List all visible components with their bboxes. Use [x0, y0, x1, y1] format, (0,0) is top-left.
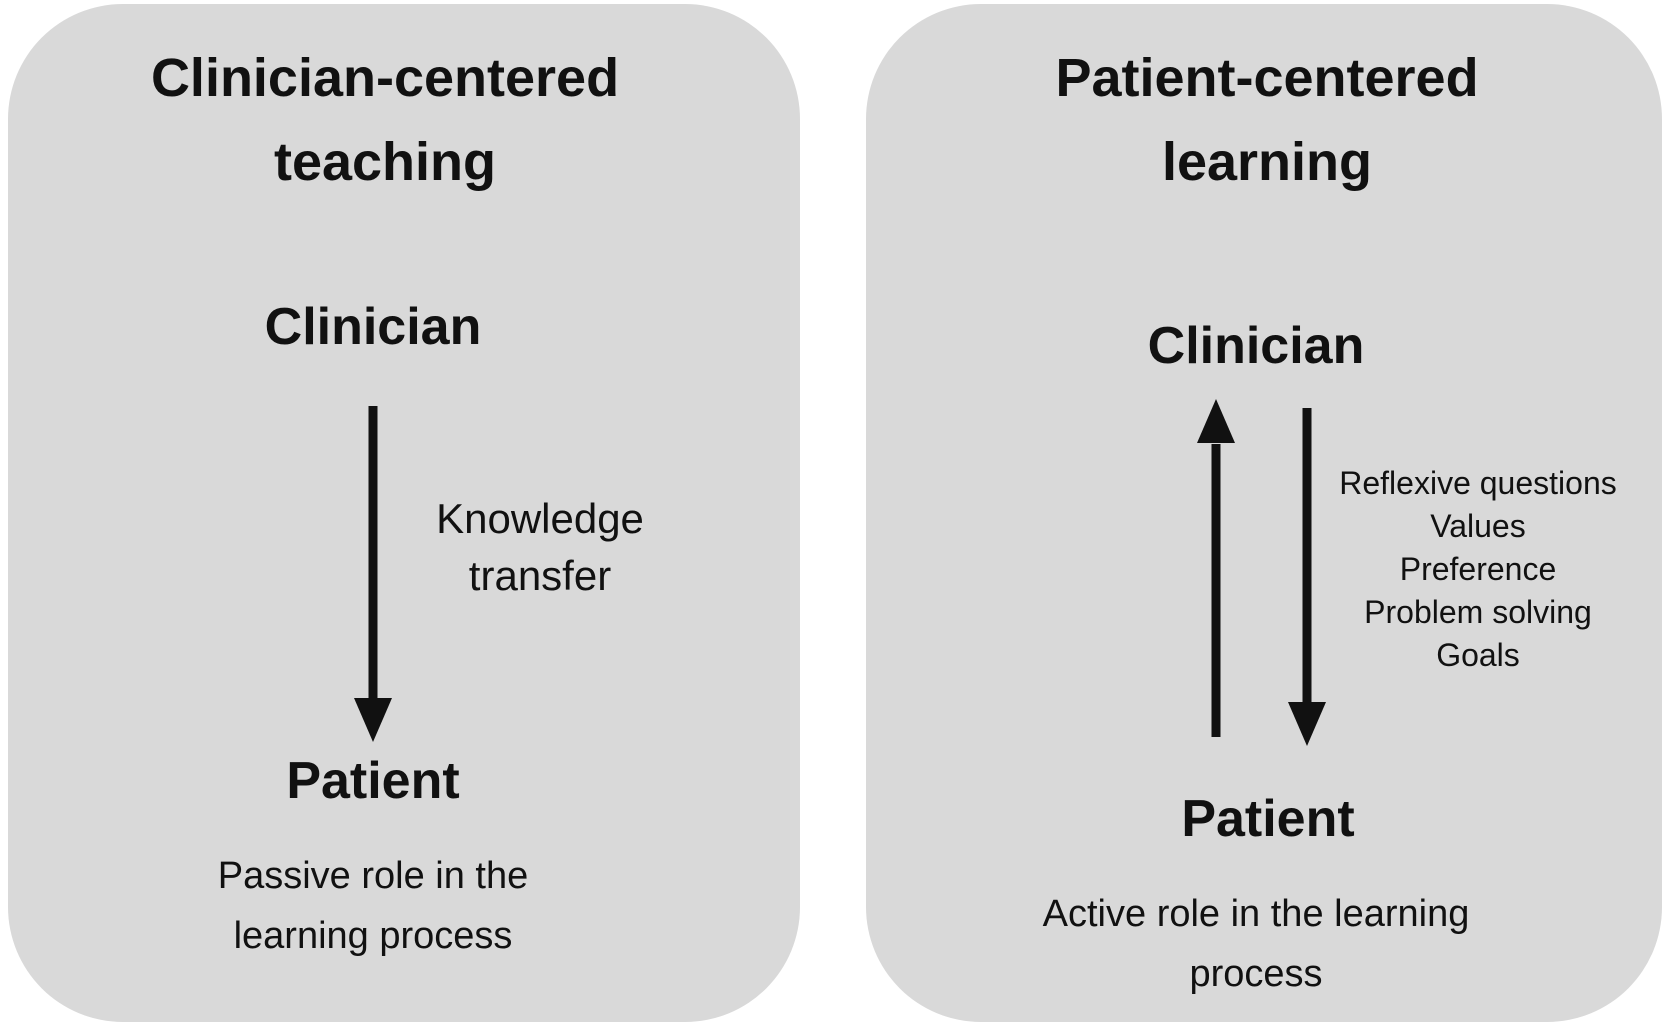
right-title-line2: learning [1161, 132, 1373, 192]
left-title-line2: teaching [273, 132, 497, 192]
exchange-item: Values [1430, 508, 1526, 544]
left-actor-patient: Patient [286, 752, 460, 810]
knowledge-transfer-label-line1: Knowledge [436, 495, 644, 542]
right-panel-title: Patient-centered learning [1055, 36, 1478, 204]
knowledge-transfer-label-line2: transfer [468, 552, 612, 599]
knowledge-transfer-label: Knowledge transfer [436, 490, 644, 604]
left-actor-clinician: Clinician [264, 298, 482, 356]
right-caption-line1: Active role in the learning [1042, 893, 1470, 935]
exchange-item: Problem solving [1364, 594, 1592, 630]
right-title-line1: Patient-centered [1055, 48, 1479, 108]
left-caption-line1: Passive role in the [217, 855, 529, 897]
exchange-items-list: Reflexive questions Values Preference Pr… [1339, 462, 1616, 677]
exchange-item: Preference [1399, 551, 1557, 587]
right-caption: Active role in the learning process [1043, 884, 1470, 1004]
right-caption-line2: process [1189, 953, 1323, 995]
exchange-item: Goals [1436, 637, 1520, 673]
left-title-line1: Clinician-centered [150, 48, 620, 108]
left-caption-line2: learning process [233, 915, 513, 957]
patient-centered-panel [866, 4, 1662, 1022]
left-panel-title: Clinician-centered teaching [151, 36, 619, 204]
left-caption: Passive role in the learning process [218, 846, 529, 966]
clinician-centered-panel [8, 4, 800, 1022]
right-actor-clinician: Clinician [1147, 317, 1365, 375]
right-actor-patient: Patient [1181, 790, 1355, 848]
exchange-item: Reflexive questions [1339, 465, 1617, 501]
